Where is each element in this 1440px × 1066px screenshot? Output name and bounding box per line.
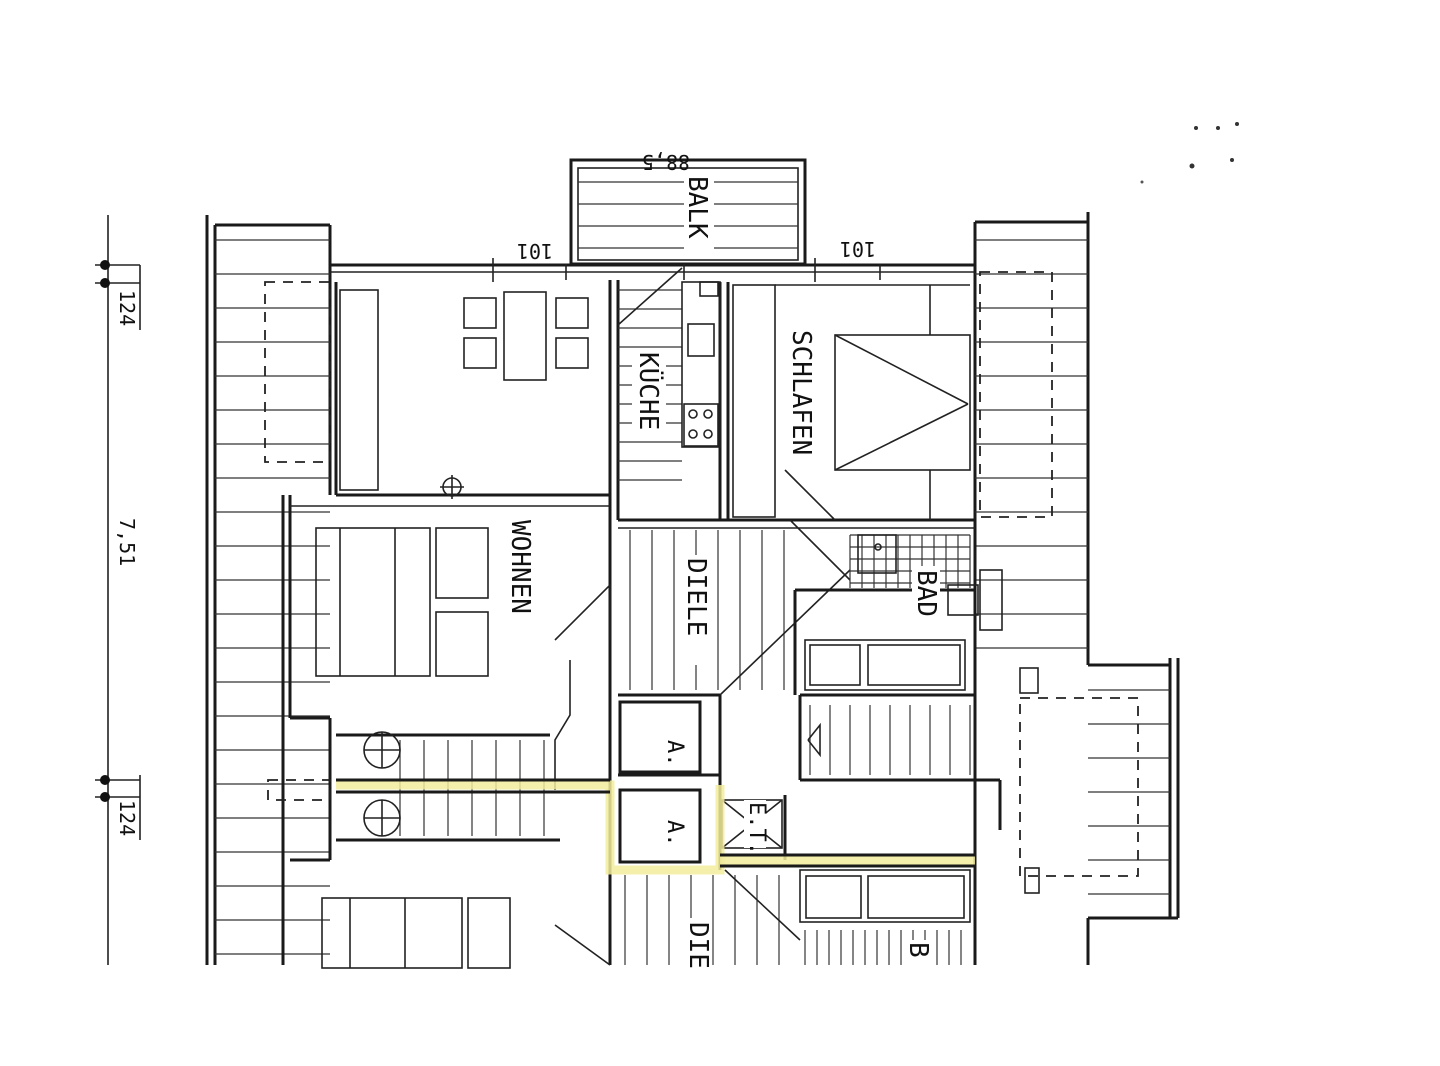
balcony-label: BALK	[682, 176, 712, 239]
balcony: BALK 88,5	[569, 150, 807, 266]
room-bad: BAD	[793, 534, 1003, 695]
room-label-diele: DIELE	[681, 558, 711, 636]
dim-side-top: 124	[115, 290, 139, 326]
lower-apartment: DIE B	[321, 869, 971, 969]
dim-right-top: 101	[840, 237, 876, 261]
room-diele: DIELE	[629, 519, 851, 696]
dim-balcony-width: 88,5	[642, 150, 690, 174]
room-label-wohnen: WOHNEN	[505, 520, 535, 614]
room-label-diele-lower: DIE	[683, 922, 713, 969]
dim-side-bottom: 124	[115, 800, 139, 836]
room-label-kueche: KÜCHE	[633, 352, 665, 430]
dimension-chain-left: 124 7,51 124	[95, 215, 141, 965]
room-label-bad-lower: B	[903, 942, 933, 958]
scan-specks	[1140, 122, 1239, 184]
room-kueche: KÜCHE	[617, 267, 721, 481]
dimension-top: 101 101	[492, 237, 881, 282]
left-roof-area	[205, 215, 332, 965]
et-label: E.T.	[744, 802, 769, 855]
room-schlafen: SCHLAFEN	[732, 284, 971, 521]
room-wohnen: WOHNEN	[290, 289, 611, 790]
storage-label-1: A.	[662, 740, 687, 767]
room-label-bad: BAD	[911, 570, 941, 617]
dim-side-main: 7,51	[115, 518, 139, 566]
apartment-division-line	[336, 778, 975, 875]
dim-left-top: 101	[517, 239, 553, 263]
storage-area: A. A. E.T.	[618, 700, 783, 864]
room-label-schlafen: SCHLAFEN	[786, 330, 816, 455]
right-roof-area	[973, 212, 1180, 965]
storage-label-2: A.	[662, 820, 687, 847]
